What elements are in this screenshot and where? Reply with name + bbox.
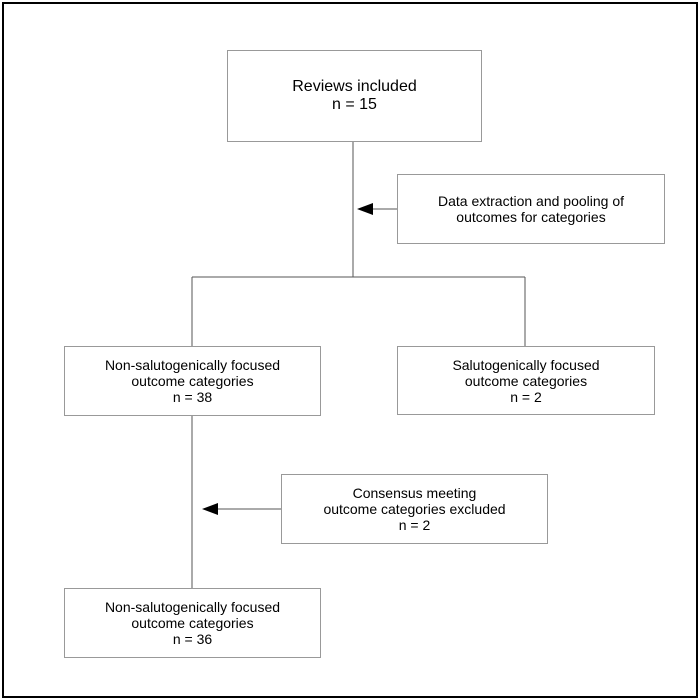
data-extraction-line2: outcomes for categories [456, 209, 606, 225]
salutogenic-2-count: n = 2 [510, 388, 542, 405]
non-salutogenic-36-line1: Non-salutogenically focused [104, 599, 281, 615]
non-salutogenic-36-line2: outcome categories [131, 615, 254, 631]
reviews-included-count: n = 15 [332, 96, 377, 113]
salutogenic-2-box: Salutogenically focused outcome categori… [397, 346, 655, 415]
consensus-meeting-count: n = 2 [398, 517, 431, 533]
consensus-meeting-line2: outcome categories excluded [323, 501, 506, 517]
extraction-arrowhead [357, 203, 373, 215]
data-extraction-line1: Data extraction and pooling of [437, 193, 624, 209]
non-salutogenic-36-box: Non-salutogenically focused outcome cate… [64, 588, 321, 658]
non-salutogenic-38-line2: outcome categories [131, 373, 254, 389]
data-extraction-box: Data extraction and pooling of outcomes … [397, 174, 665, 244]
non-salutogenic-38-line1: Non-salutogenically focused [104, 357, 281, 373]
reviews-included-box: Reviews included n = 15 [227, 50, 482, 142]
non-salutogenic-36-count: n = 36 [172, 631, 213, 647]
non-salutogenic-38-box: Non-salutogenically focused outcome cate… [64, 346, 321, 416]
non-salutogenic-38-count: n = 38 [172, 389, 213, 405]
salutogenic-2-line1: Salutogenically focused [452, 356, 600, 373]
salutogenic-2-line2: outcome categories [464, 372, 588, 389]
consensus-meeting-line1: Consensus meeting [352, 485, 477, 501]
consensus-arrowhead [202, 503, 218, 515]
reviews-included-label: Reviews included [292, 78, 417, 95]
consensus-meeting-box: Consensus meeting outcome categories exc… [281, 474, 548, 544]
